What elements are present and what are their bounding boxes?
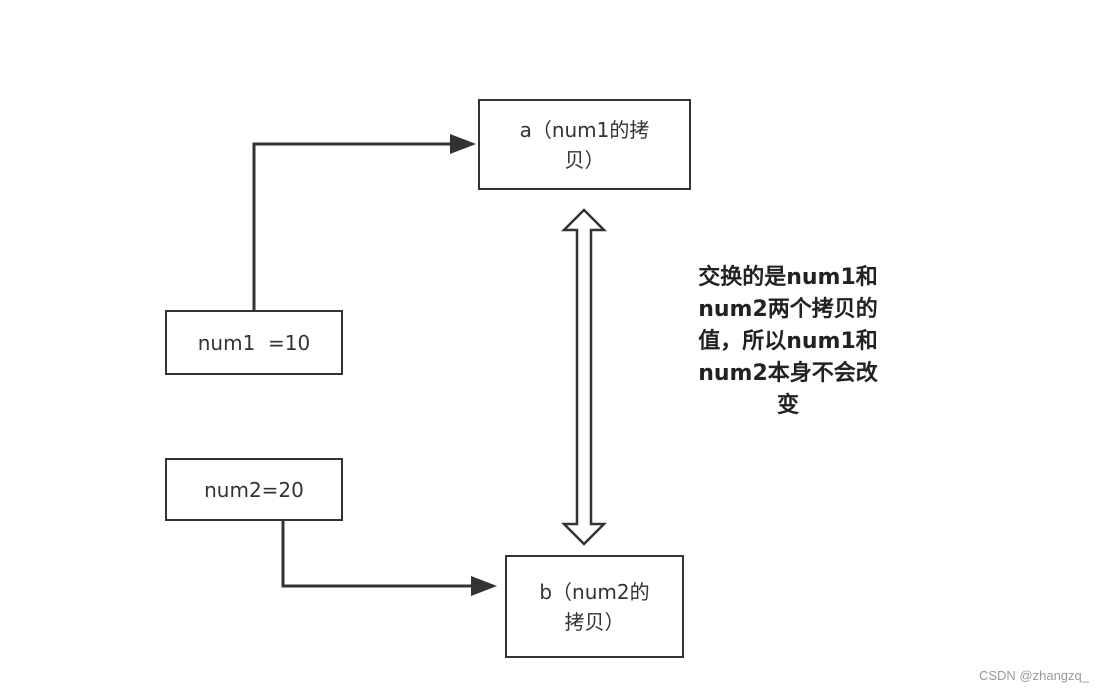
- swap-explanation-note: 交换的是num1和 num2两个拷贝的 值，所以num1和 num2本身不会改 …: [683, 262, 893, 422]
- num2-box: num2=20: [165, 458, 343, 521]
- note-line-2: num2两个拷贝的: [698, 297, 878, 322]
- arrowhead-to-b: [471, 576, 497, 596]
- copy-b-box: b（num2的 拷贝）: [505, 555, 684, 658]
- num1-box: num1 =10: [165, 310, 343, 375]
- note-line-1: 交换的是num1和: [698, 265, 878, 290]
- note-line-5: 变: [776, 393, 799, 418]
- copy-b-label-line1: b（num2的: [539, 579, 650, 604]
- num1-label: num1 =10: [197, 330, 311, 355]
- note-line-3: 值，所以num1和: [698, 329, 878, 354]
- connector-num2-to-b: [281, 521, 476, 588]
- arrowhead-to-a: [450, 134, 476, 154]
- connector-num1-to-a: [252, 142, 455, 310]
- copy-a-box: a（num1的拷 贝）: [478, 99, 691, 190]
- copy-a-label-line1: a（num1的拷: [519, 117, 650, 142]
- swap-double-arrow: [560, 208, 608, 546]
- copy-b-label-line2: 拷贝）: [564, 609, 625, 634]
- copy-a-label-line2: 贝）: [564, 147, 605, 172]
- num2-label: num2=20: [204, 477, 304, 502]
- note-line-4: num2本身不会改: [698, 361, 878, 386]
- csdn-watermark: CSDN @zhangzq_: [978, 668, 1089, 683]
